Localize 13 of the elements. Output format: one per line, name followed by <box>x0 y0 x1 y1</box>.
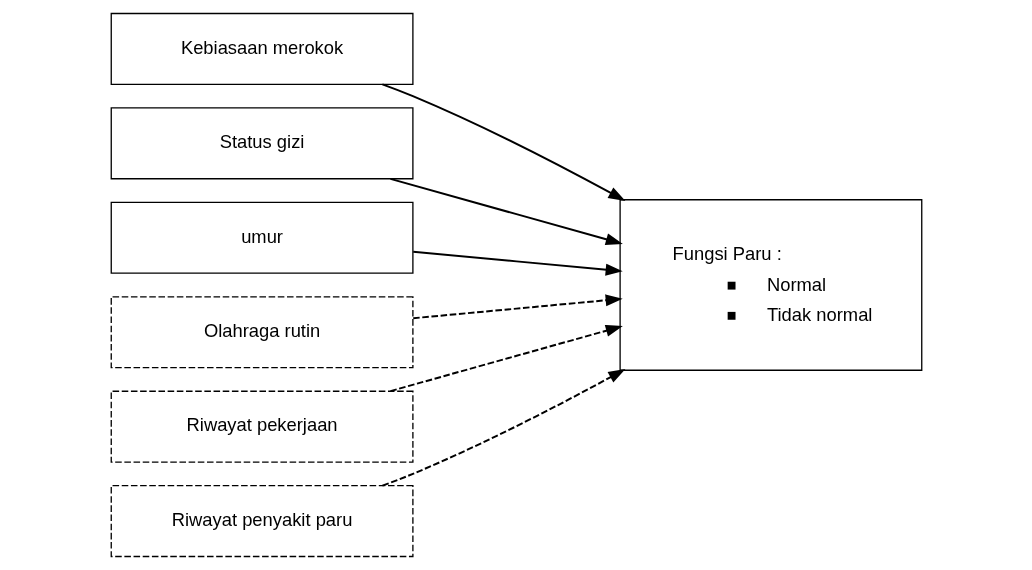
arrow <box>380 369 625 487</box>
node-box: Olahraga rutin <box>110 296 414 369</box>
arrow <box>389 324 623 393</box>
arrow <box>411 250 623 276</box>
arrow <box>389 177 623 246</box>
arrow <box>380 83 625 201</box>
node-box: Riwayat penyakit paru <box>110 485 414 558</box>
node-box: Status gizi <box>110 107 414 180</box>
node-box: Riwayat pekerjaan <box>110 390 414 463</box>
node-box: Fungsi Paru : Normal Tidak normal <box>618 199 922 371</box>
arrow <box>411 294 623 320</box>
node-box: umur <box>110 201 414 274</box>
node-box: Kebiasaan merokok <box>110 12 414 85</box>
